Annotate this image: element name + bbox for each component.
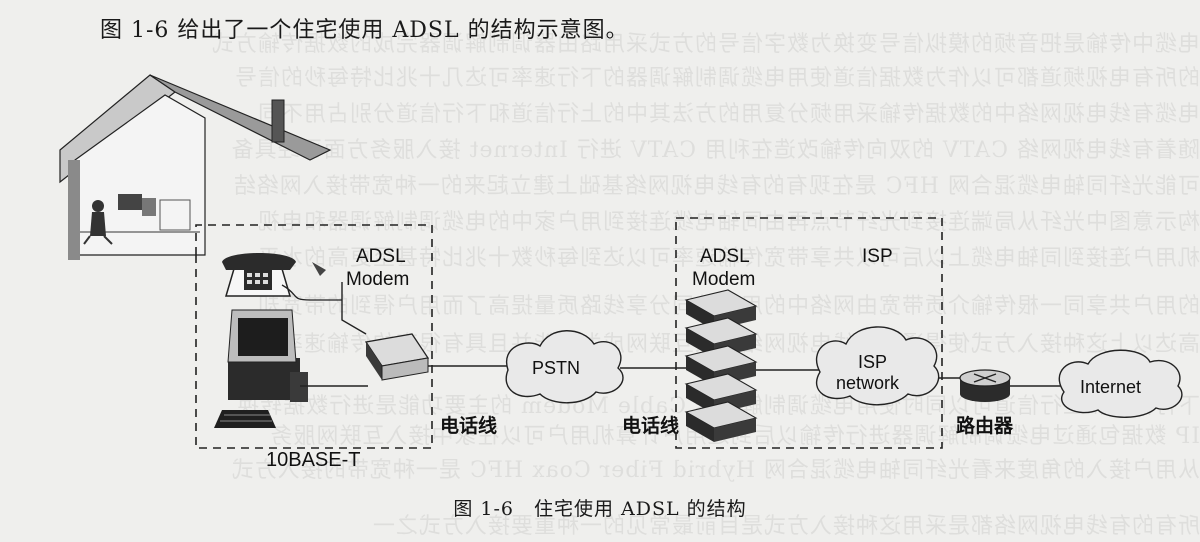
isp-adsl-modem-label: ADSL <box>700 246 750 267</box>
isp-adsl-modem-label: Modem <box>692 269 755 290</box>
phone-line-label: 电话线 <box>440 414 497 437</box>
internet-cloud <box>1058 349 1183 418</box>
pstn-cloud <box>505 330 624 404</box>
phone-line-label: 电话线 <box>622 414 679 437</box>
adsl-diagram: ADSL Modem 10BASE-T 电话线 PSTN 电话线 ISP ADS… <box>59 74 1183 471</box>
house-illustration <box>59 74 332 260</box>
home-adsl-modem-icon <box>364 333 430 381</box>
computer-icon <box>214 309 308 428</box>
router-icon <box>959 369 1011 402</box>
isp-modem-stack-icon <box>684 289 758 442</box>
home-adsl-modem-label: Modem <box>346 269 409 290</box>
telephone-icon <box>222 253 342 301</box>
home-adsl-modem-label: ADSL <box>356 246 406 267</box>
intro-paragraph: 图 1-6 给出了一个住宅使用 ADSL 的结构示意图。 <box>100 18 629 43</box>
isp-network-label: ISP <box>858 352 887 372</box>
isp-network-cloud <box>815 326 940 406</box>
router-label: 路由器 <box>956 414 1014 437</box>
internet-label: Internet <box>1080 377 1141 397</box>
home-boundary <box>195 224 433 449</box>
tenbase-t-label: 10BASE-T <box>266 449 360 471</box>
pstn-label: PSTN <box>532 358 580 378</box>
isp-boundary <box>675 217 943 449</box>
figure-caption: 图 1-6 住宅使用 ADSL 的结构 <box>453 498 747 520</box>
isp-label: ISP <box>862 246 893 267</box>
isp-network-label: network <box>836 373 900 393</box>
sparkle-icon <box>312 262 326 276</box>
